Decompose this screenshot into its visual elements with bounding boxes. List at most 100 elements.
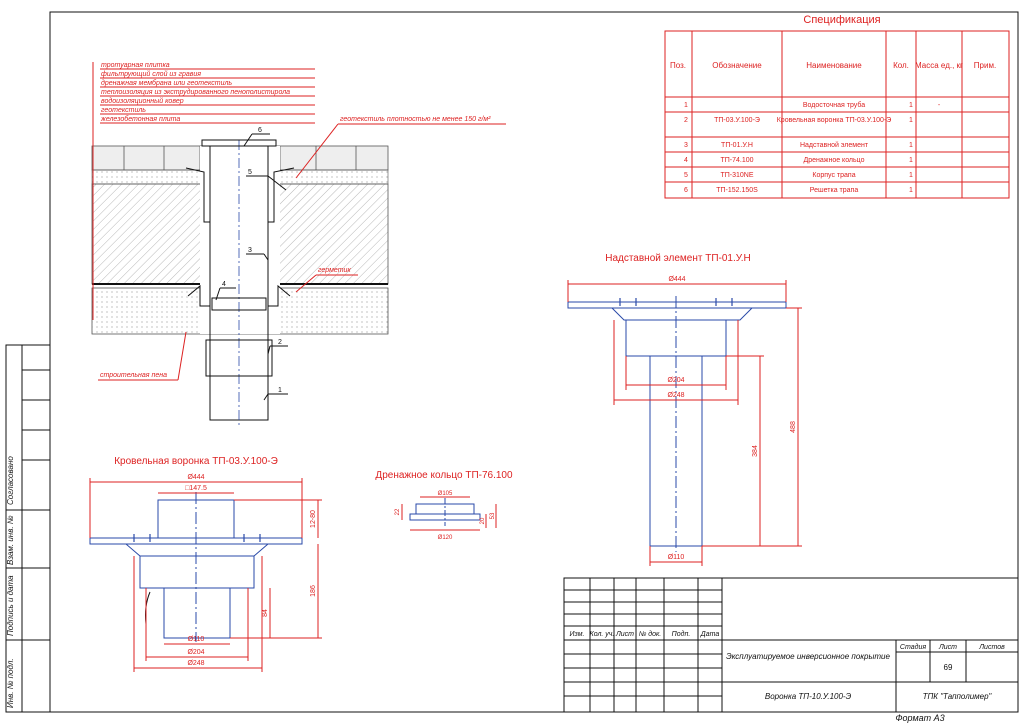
geotextile-note: геотекстиль плотностью не менее 150 г/м² — [340, 116, 491, 123]
side-stamp-inv: Инв. № подл. — [6, 658, 15, 708]
spec-cell: 1 — [909, 102, 913, 109]
spec-cell: Дренажное кольцо — [803, 157, 864, 164]
spec-cell: ТП-152.150S — [716, 187, 758, 194]
dim-nad-110: Ø110 — [668, 554, 685, 561]
roof-section: тротуарная плитка фильтрующий слой из гр… — [91, 62, 506, 425]
title-block: Изм. Кол. уч. Лист № док. Подп. Дата Экс… — [563, 577, 1019, 723]
dim-funnel-84: 84 — [262, 609, 269, 617]
dim-funnel-248: Ø248 — [187, 660, 204, 667]
spec-row-4: 4 ТП-74.100 Дренажное кольцо 1 — [684, 157, 913, 164]
spec-header-mass: Масса ед., кг — [915, 61, 963, 70]
spec-row-3: 3 ТП-01.У.Н Надставной элемент 1 — [684, 141, 913, 149]
layer-label: теплоизоляция из экструдированного пеноп… — [101, 88, 290, 96]
dim-funnel-12-80: 12-80 — [310, 510, 317, 528]
spec-cell: 2 — [684, 117, 688, 124]
ring-title: Дренажное кольцо ТП-76.100 — [375, 470, 513, 481]
dim-funnel-444: Ø444 — [187, 474, 204, 481]
spec-header-pos: Поз. — [670, 61, 686, 70]
spec-header-qty: Кол. — [893, 61, 909, 70]
dim-nad-444: Ø444 — [668, 276, 685, 283]
stamp-stage-label: Стадия — [900, 643, 926, 651]
dim-nad-384: 384 — [752, 445, 759, 457]
callout-4: 4 — [222, 281, 226, 288]
spec-cell: 6 — [684, 187, 688, 194]
stamp-col: № док. — [639, 630, 662, 638]
nadstavnoy-element: Надставной элемент ТП-01.У.Н Ø444 Ø204 Ø… — [567, 253, 802, 566]
dim-ring-22: 22 — [395, 508, 401, 515]
callout-1: 1 — [278, 387, 282, 394]
spec-row-5: 5 ТП-310NE Корпус трапа 1 — [684, 172, 913, 179]
spec-cell: 1 — [909, 187, 913, 194]
callout-3: 3 — [248, 247, 252, 254]
dim-funnel-110: Ø110 — [188, 636, 205, 643]
layer-label: геотекстиль — [101, 107, 146, 114]
foam-label: строительная пена — [100, 372, 167, 379]
sheet-format: Формат А3 — [895, 713, 944, 723]
callouts: 6 5 3 4 2 1 — [215, 127, 288, 401]
layer-label: дренажная мембрана или геотекстиль — [101, 79, 232, 87]
spec-row-2: 2 ТП-03.У.100-Э Кровельная воронка ТП-03… — [684, 117, 913, 124]
spec-cell: 1 — [909, 157, 913, 164]
spec-cell: - — [938, 102, 941, 109]
drain-ring: Дренажное кольцо ТП-76.100 Ø105 Ø120 22 … — [375, 470, 513, 541]
spec-table: Спецификация Поз. Обозначение Наименован… — [664, 14, 1010, 199]
spec-cell: ТП-310NE — [720, 172, 753, 179]
dim-nad-488: 488 — [790, 421, 797, 433]
spec-title: Спецификация — [803, 14, 880, 26]
dim-funnel-204: Ø204 — [187, 649, 204, 656]
layer-label: тротуарная плитка — [101, 62, 170, 69]
stamp-project: Эксплуатируемое инверсионное покрытие — [726, 652, 890, 661]
spec-cell: 1 — [684, 102, 688, 109]
dim-ring-105: Ø105 — [438, 491, 453, 497]
spec-cell: ТП-03.У.100-Э — [714, 117, 760, 124]
spec-cell: Водосточная труба — [803, 101, 865, 109]
spec-cell: Решетка трапа — [810, 187, 859, 194]
stamp-company: ТПК "Тапполимер" — [923, 692, 993, 701]
spec-cell: Надставной элемент — [800, 141, 869, 149]
layer-label: водоизоляционный ковер — [101, 97, 184, 105]
stamp-col: Подп. — [672, 630, 691, 638]
stamp-drawing: Воронка ТП-10.У.100-Э — [765, 692, 852, 701]
stamp-col: Изм. — [570, 631, 585, 638]
spec-header-name: Наименование — [806, 61, 862, 70]
dim-funnel-147: □147.5 — [185, 485, 207, 492]
spec-cell: 1 — [909, 117, 913, 124]
nadstavnoy-title: Надставной элемент ТП-01.У.Н — [605, 253, 751, 264]
spec-header-note: Прим. — [974, 61, 996, 70]
dim-ring-20: 20 — [480, 517, 486, 524]
dim-funnel-186: 186 — [310, 585, 317, 597]
spec-cell: Кровельная воронка ТП-03.У.100-Э — [777, 117, 892, 124]
layer-label: железобетонная плита — [100, 115, 180, 123]
spec-row-1: 1 Водосточная труба 1 - — [684, 101, 941, 109]
roof-funnel: Кровельная воронка ТП-03.У.100-Э Ø444 □1… — [89, 456, 322, 672]
side-stamp-agreed: Согласовано — [6, 456, 15, 505]
spec-row-6: 6 ТП-152.150S Решетка трапа 1 — [684, 187, 913, 194]
spec-cell: 3 — [684, 142, 688, 149]
spec-cell: Корпус трапа — [812, 172, 855, 179]
spec-cell: ТП-01.У.Н — [721, 142, 753, 149]
dim-ring-120: Ø120 — [438, 535, 453, 541]
layer-labels: тротуарная плитка фильтрующий слой из гр… — [92, 62, 315, 320]
spec-cell: 5 — [684, 172, 688, 179]
dim-nad-248: Ø248 — [667, 392, 684, 399]
germetik-label: герметик — [318, 267, 351, 274]
callout-2: 2 — [278, 339, 282, 346]
spec-cell: 1 — [909, 142, 913, 149]
stamp-sheets-label: Листов — [978, 644, 1005, 651]
funnel-title: Кровельная воронка ТП-03.У.100-Э — [114, 456, 278, 467]
stamp-sheet-value: 69 — [944, 663, 953, 672]
spec-cell: ТП-74.100 — [720, 157, 753, 164]
side-stamp: Согласовано Взам. инв. № Подпись и дата … — [5, 344, 51, 713]
callout-5: 5 — [248, 169, 252, 176]
side-stamp-replace: Взам. инв. № — [6, 515, 15, 565]
spec-cell: 1 — [909, 172, 913, 179]
stamp-col: Кол. уч. — [590, 631, 615, 638]
dim-nad-204: Ø204 — [667, 377, 684, 384]
callout-6: 6 — [258, 127, 262, 134]
side-stamp-sign: Подпись и дата — [6, 575, 15, 636]
layer-label: фильтрующий слой из гравия — [101, 70, 201, 78]
dim-ring-53: 53 — [490, 512, 496, 519]
stamp-col: Дата — [700, 631, 720, 638]
stamp-sheet-label: Лист — [938, 644, 957, 651]
